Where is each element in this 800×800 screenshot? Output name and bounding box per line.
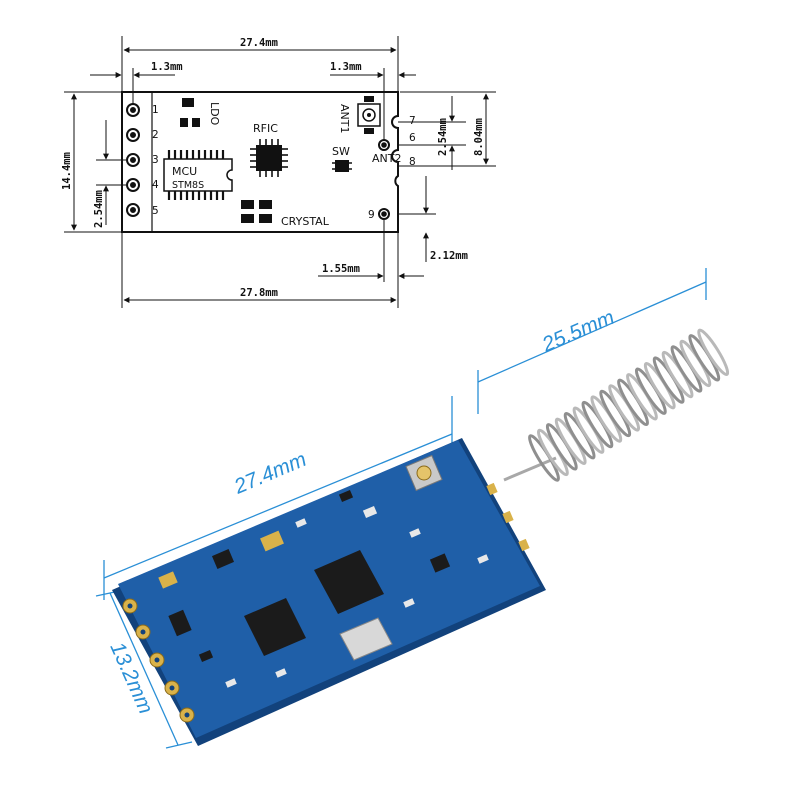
dim-left-pitch: 2.54mm	[93, 190, 105, 228]
dim-bottom-offset: 1.55mm	[322, 263, 360, 275]
ldo-chip	[180, 98, 200, 127]
ufl-connector	[405, 454, 443, 492]
mcu-label: MCU	[172, 165, 197, 178]
dim-right-pitch: 2.54mm	[437, 118, 449, 156]
dim-top-width: 27.4mm	[240, 37, 278, 49]
spring-coil	[688, 334, 721, 382]
dim-height: 14.4mm	[61, 152, 73, 190]
spring-coil	[572, 406, 605, 454]
left-pin-holes	[126, 103, 140, 217]
spring-coil	[528, 434, 560, 482]
switch-label: SW	[332, 145, 350, 158]
spring-coil	[563, 412, 596, 460]
dim-left-offset: 1.3mm	[151, 61, 183, 73]
spring-coil	[617, 378, 649, 427]
spring-coil	[590, 395, 623, 443]
ant2-label: ANT2	[372, 152, 401, 165]
spring-coil	[626, 373, 658, 421]
module-photo: 27.4mm 13.2mm 25.5mm	[95, 268, 730, 749]
smd-components	[158, 489, 489, 688]
pin-number: 9	[368, 209, 375, 221]
dim-bottom-margin: 2.12mm	[430, 250, 468, 262]
mcu-chip	[163, 150, 233, 200]
spring-coil	[670, 345, 703, 393]
dimension-lines	[64, 36, 496, 308]
switch-chip	[332, 160, 352, 172]
right-pin-holes	[378, 139, 390, 220]
spring-coil	[634, 367, 667, 415]
pcb-board	[112, 438, 546, 746]
spring-coil	[652, 356, 685, 404]
mcu-model-label: STM8S	[172, 180, 204, 191]
ant1-label: ANT1	[338, 104, 351, 133]
spring-coil	[536, 428, 569, 477]
pin-number: 1	[152, 104, 159, 116]
antenna-wire	[503, 456, 557, 482]
spring-coil	[697, 328, 730, 376]
left-pin-numbers: 1 2 3 4 5	[152, 104, 159, 217]
spring-coil	[679, 339, 712, 388]
pin-number: 6	[409, 132, 416, 144]
pin-number: 2	[152, 129, 159, 141]
pin-number: 5	[152, 205, 159, 217]
spring-coil	[599, 389, 632, 438]
spring-antenna	[528, 328, 730, 482]
technical-drawing: 1 2 3 4 5 7 6 8 9 LDO RFIC	[61, 36, 496, 308]
photo-dimension-lines	[95, 268, 707, 749]
rfic-label: RFIC	[253, 122, 278, 135]
spring-coil	[581, 400, 614, 449]
rf-ic	[314, 550, 384, 614]
dim-ant-to-pin8: 8.04mm	[473, 118, 485, 156]
spring-coil	[545, 423, 578, 471]
pin-header	[121, 91, 153, 233]
crystal	[339, 617, 393, 661]
crystal-label: CRYSTAL	[281, 215, 330, 228]
spring-coil	[554, 417, 587, 466]
pin-number: 4	[152, 179, 159, 191]
board-outline	[121, 91, 399, 233]
pin-number: 8	[409, 156, 416, 168]
pin-number: 7	[409, 115, 416, 127]
ldo-label: LDO	[208, 102, 221, 126]
dim-right-offset: 1.3mm	[330, 61, 362, 73]
ant1-connector	[357, 96, 381, 134]
photo-length-label: 27.4mm	[230, 448, 310, 499]
rfic-chip	[250, 139, 288, 177]
dim-bottom-width: 27.8mm	[240, 287, 278, 299]
spring-coil	[608, 384, 641, 432]
mcu-ic	[244, 598, 306, 656]
spring-coil	[643, 361, 676, 410]
crystal-chip	[241, 200, 272, 223]
right-pin-numbers: 7 6 8 9	[368, 115, 416, 221]
photo-antenna-label: 25.5mm	[538, 306, 618, 357]
spring-coil	[661, 350, 694, 399]
pin-number: 3	[152, 154, 159, 166]
